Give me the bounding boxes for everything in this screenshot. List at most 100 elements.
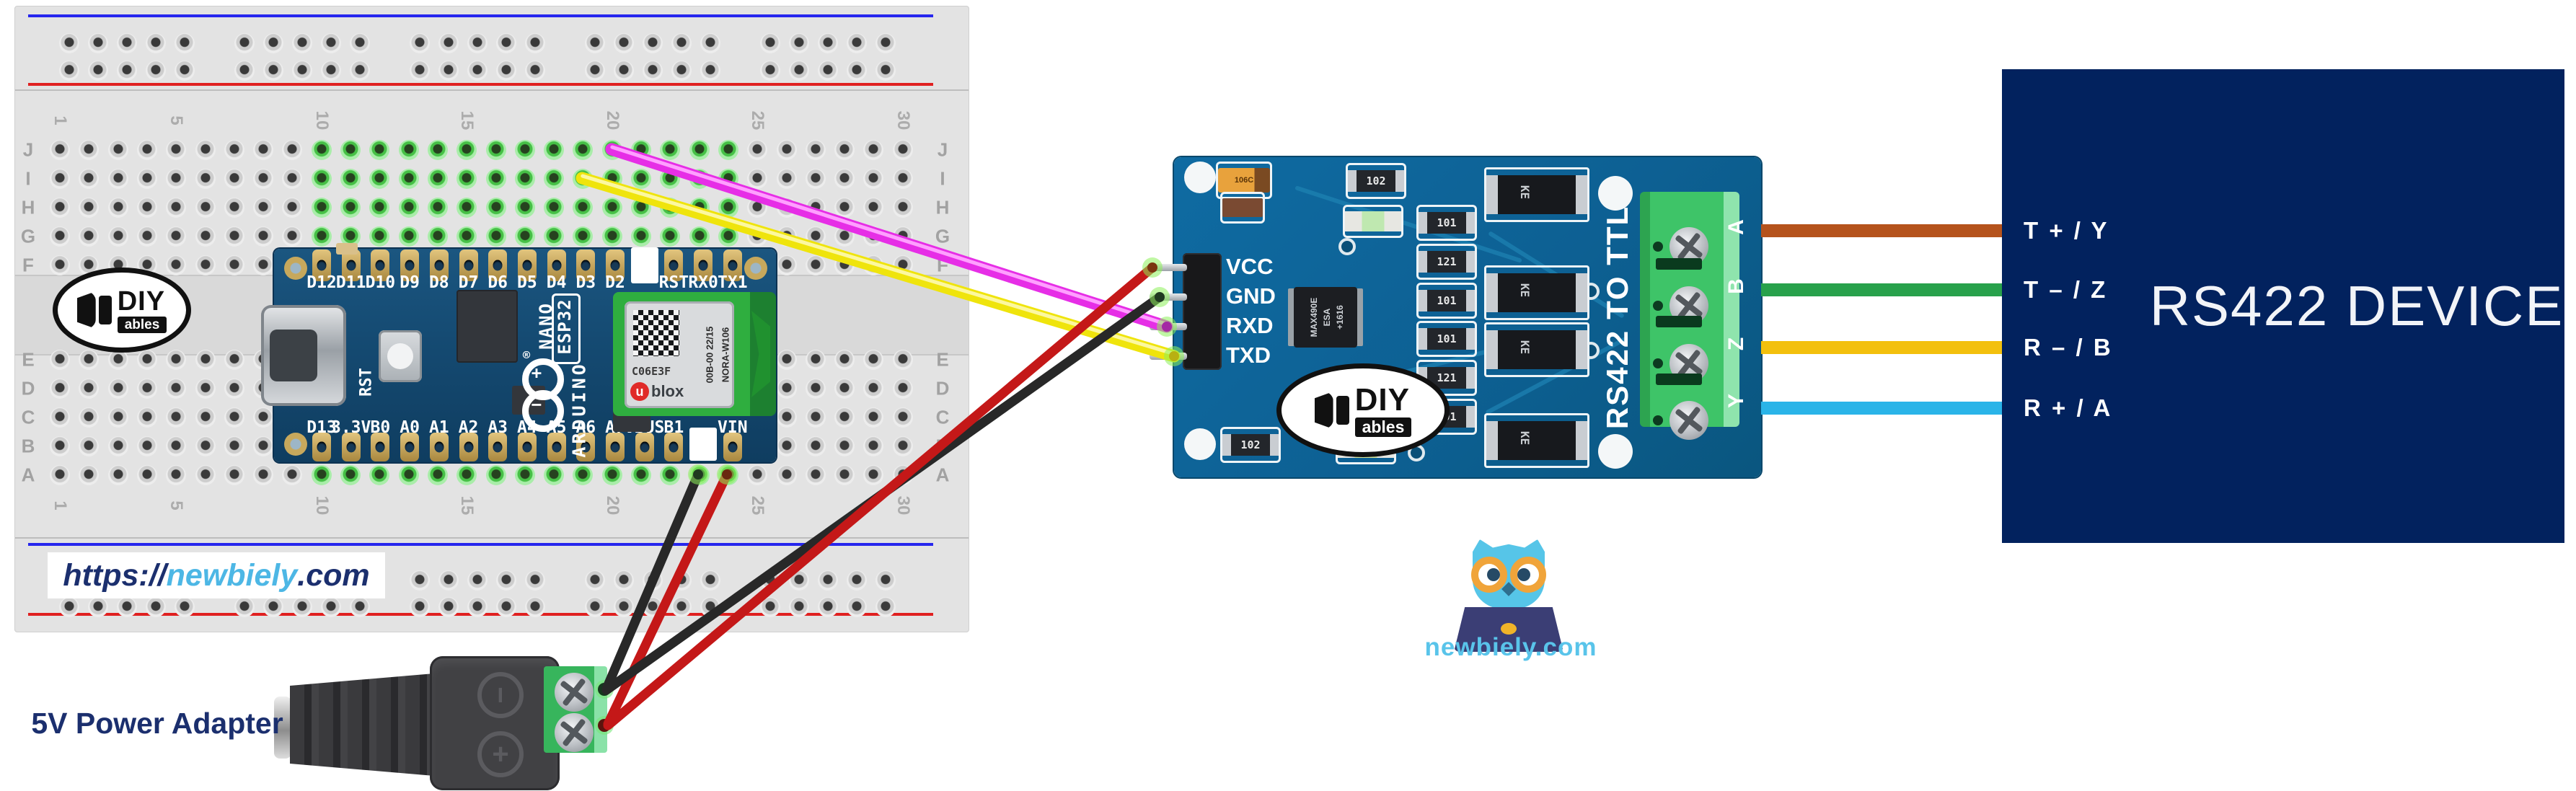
pin-label-d9: D9 xyxy=(400,273,420,292)
breadboard-hole xyxy=(776,198,797,218)
pin-pad xyxy=(400,249,420,281)
device-title: RS422 DEVICE xyxy=(2149,274,2564,337)
breadboard-hole xyxy=(398,465,419,485)
breadboard-hole xyxy=(224,140,244,160)
rail-hole xyxy=(146,61,166,81)
breadboard-hole xyxy=(863,436,884,456)
module-pin-label-gnd: GND xyxy=(1226,283,1276,309)
plus-sign: + xyxy=(531,363,542,383)
ublox-text: blox xyxy=(651,382,684,400)
row-letter: E xyxy=(22,348,35,371)
breadboard-hole xyxy=(863,198,884,218)
rail-hole xyxy=(700,61,720,81)
diode-label: KE xyxy=(1518,283,1532,297)
breadboard-hole xyxy=(195,379,216,399)
breadboard-hole xyxy=(224,255,244,275)
owl-eye xyxy=(1517,568,1530,581)
row-letter: A xyxy=(935,464,950,486)
breadboard-hole xyxy=(195,169,216,189)
breadboard-hole xyxy=(107,169,128,189)
breadboard-hole xyxy=(79,198,100,218)
row-letter: A xyxy=(21,464,35,486)
rail-hole xyxy=(789,33,809,53)
breadboard-hole xyxy=(892,169,913,189)
breadboard-hole xyxy=(253,407,274,428)
rail-hole xyxy=(700,570,720,591)
breadboard-hole xyxy=(224,465,244,485)
headphone-icon xyxy=(1336,396,1349,425)
module-line2: NORA-W106 xyxy=(720,327,731,383)
row-letter: C xyxy=(21,406,35,428)
rail-hole xyxy=(88,33,108,53)
row-letter: J xyxy=(937,138,948,161)
pin-lead xyxy=(1150,323,1187,330)
rail-hole xyxy=(410,597,430,617)
breadboard-hole xyxy=(776,226,797,247)
url-prefix: https:// xyxy=(63,557,167,593)
diode: KE xyxy=(1484,322,1589,377)
rail-hole xyxy=(585,61,605,81)
rail-hole xyxy=(671,61,692,81)
column-number: 1 xyxy=(50,500,70,511)
rail-hole xyxy=(292,597,312,617)
minus-sign: − xyxy=(531,394,542,415)
breadboard-hole xyxy=(863,379,884,399)
rail-hole xyxy=(643,61,663,81)
breadboard-hole xyxy=(166,140,187,160)
minus-symbol: − xyxy=(477,672,524,718)
rail-hole xyxy=(350,33,370,53)
breadboard-hole xyxy=(107,436,128,456)
pin1-marker xyxy=(630,247,658,283)
pin-lead xyxy=(1150,353,1187,360)
rail-hole xyxy=(350,61,370,81)
breadboard-hole xyxy=(166,350,187,370)
column-number: 10 xyxy=(312,495,332,516)
breadboard-hole xyxy=(834,255,855,275)
breadboard-hole xyxy=(834,198,855,218)
rail-hole xyxy=(700,597,720,617)
pin-label-d11: D11 xyxy=(335,273,366,292)
rail-hole xyxy=(146,33,166,53)
column-number: 25 xyxy=(748,495,768,516)
rail-hole xyxy=(760,61,780,81)
pin-label-tx1: TX1 xyxy=(718,273,748,292)
usb-c-connector xyxy=(261,305,346,406)
pin-pad xyxy=(341,433,361,461)
breadboard-hole xyxy=(253,255,274,275)
breadboard-hole xyxy=(166,465,187,485)
row-letter: G xyxy=(935,225,950,247)
breadboard-hole xyxy=(805,407,826,428)
breadboard-hole xyxy=(427,198,448,218)
breadboard-hole xyxy=(456,169,477,189)
row-letter: H xyxy=(21,196,35,218)
rail-hole xyxy=(671,33,692,53)
rail-hole xyxy=(700,33,720,53)
rail-hole xyxy=(643,597,663,617)
rail-hole xyxy=(117,33,137,53)
breadboard-hole xyxy=(747,198,768,218)
pin-label-rx0: RX0 xyxy=(688,273,718,292)
bottom-rail-blue-line xyxy=(28,543,933,546)
breadboard-hole xyxy=(253,436,274,456)
terminal-slot xyxy=(1656,374,1702,385)
rail-hole xyxy=(234,61,255,81)
row-letter: I xyxy=(25,167,31,190)
terminal-block xyxy=(1640,192,1739,440)
mounting-hole xyxy=(1598,176,1633,211)
breadboard-hole xyxy=(50,436,70,456)
breadboard-hole xyxy=(660,140,681,160)
row-letter: C xyxy=(935,406,950,428)
rail-hole xyxy=(467,33,488,53)
breadboard-hole xyxy=(136,350,157,370)
breadboard-hole xyxy=(195,140,216,160)
breadboard-hole xyxy=(166,436,187,456)
module-pin-label-rxd: RXD xyxy=(1226,313,1274,338)
terminal-screw xyxy=(1669,401,1708,440)
breadboard-hole xyxy=(601,169,622,189)
rail-hole xyxy=(525,597,545,617)
diode-label: KE xyxy=(1518,340,1532,354)
pin-pad xyxy=(312,249,331,281)
via xyxy=(1338,238,1356,255)
breadboard-hole xyxy=(136,465,157,485)
